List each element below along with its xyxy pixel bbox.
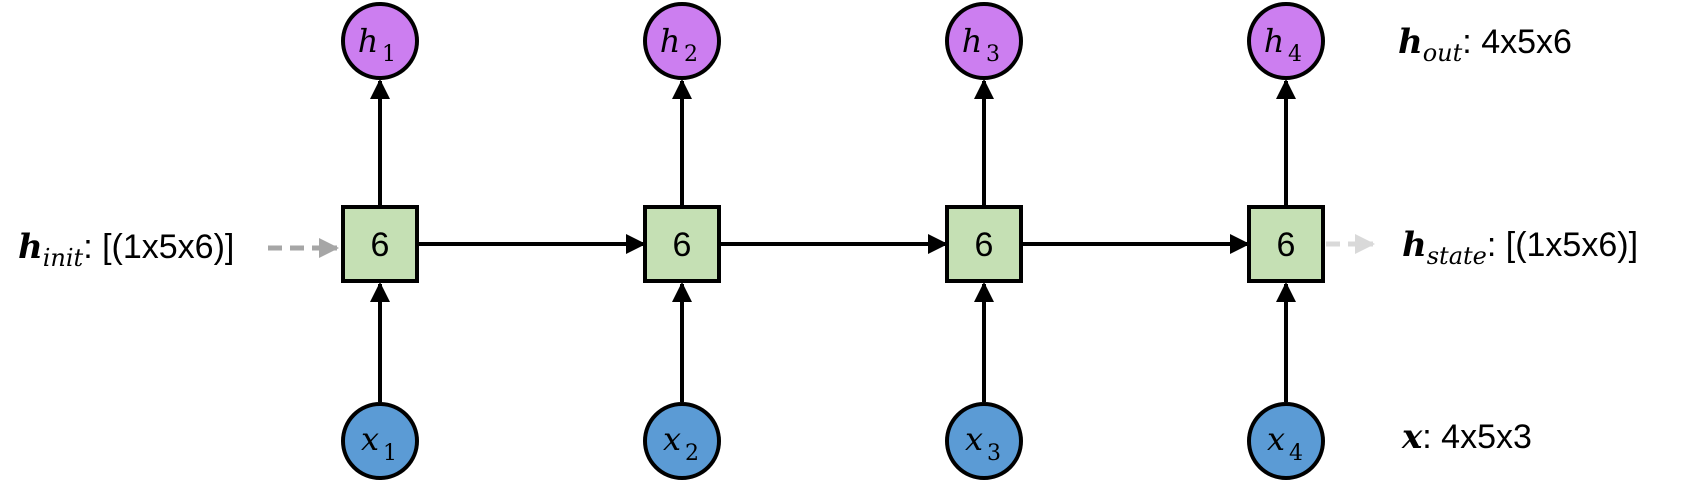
h-state-sub: state (1427, 242, 1487, 270)
h4-node-subscript: 4 (1288, 42, 1302, 67)
h1-node-label: h (358, 22, 379, 60)
svg-text:x: 4x5x3: x: 4x5x3 (1401, 417, 1532, 457)
rnn-cell-2-label: 6 (673, 226, 692, 264)
x3-node-subscript: 3 (987, 441, 1001, 466)
rnn-cell-4-label: 6 (1277, 226, 1296, 264)
x1-node (341, 402, 419, 480)
h3-node-label: h (962, 22, 983, 60)
x1-node-label: x (361, 420, 379, 458)
h4-node-label: h (1264, 22, 1285, 60)
h-out-text: : 4x5x6 (1462, 23, 1572, 61)
x3-node-label: x (965, 420, 983, 458)
x4-node (1247, 402, 1325, 480)
x1-node-subscript: 1 (383, 441, 397, 466)
x2-node-subscript: 2 (685, 441, 699, 466)
rnn-cell-3-label: 6 (975, 226, 994, 264)
h2-node-label: h (660, 22, 681, 60)
h-out-var: h (1398, 22, 1423, 62)
svg-text:hstate: [(1x5x6)]: hstate: [(1x5x6)] (1402, 225, 1638, 270)
h-out-sub: out (1423, 39, 1463, 67)
x2-node-label: x (663, 420, 681, 458)
h2-node-subscript: 2 (684, 42, 698, 67)
h-state-label: hstate: [(1x5x6)] (1402, 225, 1638, 270)
x-label: x: 4x5x3 (1401, 417, 1532, 457)
rnn-cell-4 (1247, 205, 1325, 283)
h1-node (341, 2, 419, 80)
svg-text:hout: 4x5x6: hout: 4x5x6 (1398, 22, 1572, 67)
x-text: : 4x5x3 (1422, 418, 1532, 456)
x-var: x (1401, 417, 1423, 457)
svg-text:hinit: [(1x5x6)]: hinit: [(1x5x6)] (18, 227, 234, 272)
h2-node (643, 2, 721, 80)
rnn-cell-3 (945, 205, 1023, 283)
h-init-label: hinit: [(1x5x6)] (18, 227, 234, 272)
rnn-cell-1-label: 6 (371, 226, 390, 264)
h1-node-subscript: 1 (382, 42, 396, 67)
rnn-cell-1 (341, 205, 419, 283)
h3-node-subscript: 3 (986, 42, 1000, 67)
h-init-var: h (18, 227, 43, 267)
h-state-text: : [(1x5x6)] (1487, 226, 1638, 264)
h3-node (945, 2, 1023, 80)
h4-node (1247, 2, 1325, 80)
h-init-text: : [(1x5x6)] (83, 228, 234, 266)
x4-node-subscript: 4 (1289, 441, 1303, 466)
h-out-label: hout: 4x5x6 (1398, 22, 1572, 67)
h-state-var: h (1402, 225, 1427, 265)
rnn-cell-2 (643, 205, 721, 283)
edges-layer (370, 79, 1296, 402)
h-init-sub: init (43, 244, 84, 272)
x4-node-label: x (1267, 420, 1285, 458)
x3-node (945, 402, 1023, 480)
x2-node (643, 402, 721, 480)
